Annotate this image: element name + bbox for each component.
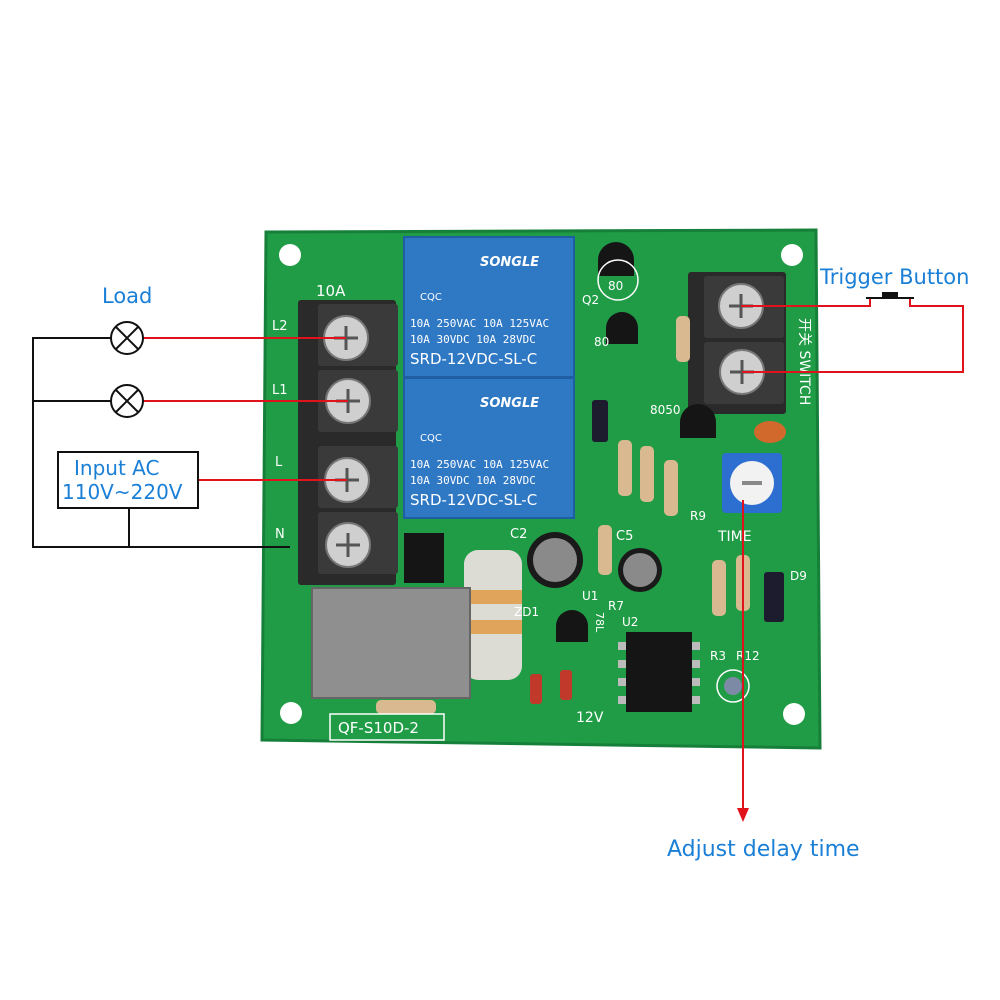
mount-hole (280, 702, 302, 724)
regulator-78l (556, 610, 588, 642)
resistor (598, 525, 612, 575)
input-ac-label: Input AC (74, 456, 159, 480)
resistor (676, 316, 690, 362)
relay-model: SRD-12VDC-SL-C (410, 491, 537, 509)
diode (592, 400, 608, 442)
terminal-label-l1: L1 (272, 383, 288, 398)
led (716, 669, 750, 703)
label-d9: D9 (790, 569, 807, 583)
electrolytic-capacitor-c5 (618, 548, 662, 592)
relay-spec-2: 10A 30VDC 10A 28VDC (410, 474, 536, 487)
resistor (618, 440, 632, 496)
terminal-label-l: L (275, 455, 283, 470)
trigger-button-label: Trigger Button (819, 265, 969, 289)
label-r3: R3 (710, 649, 726, 663)
rating-label: 10A (316, 282, 346, 300)
power-resistor (464, 550, 522, 680)
electrolytic-capacitor-c2 (527, 532, 583, 588)
relay-brand: SONGLE (480, 396, 539, 411)
diode (530, 674, 542, 704)
label-q2: Q2 (582, 293, 599, 307)
label-q80-a: 80 (608, 279, 623, 293)
relay-spec-1: 10A 250VAC 10A 125VAC (410, 317, 549, 330)
diode-d9 (764, 572, 784, 622)
terminal-label-l2: L2 (272, 319, 288, 334)
output-terminal-block (298, 300, 398, 585)
mount-hole (781, 244, 803, 266)
label-q80-b: 80 (594, 335, 609, 349)
resistor (664, 460, 678, 516)
relay-cert: CQC (420, 292, 442, 303)
ceramic-capacitor (754, 421, 786, 443)
transistor-q3 (606, 312, 638, 344)
transistor-8050 (680, 404, 716, 438)
adjust-delay-label: Adjust delay time (667, 837, 860, 862)
mount-hole (783, 703, 805, 725)
transistor-q2 (598, 242, 634, 276)
switch-silk-label: 开关 SWITCH (796, 318, 812, 405)
label-zd1: ZD1 (514, 605, 539, 619)
label-r9: R9 (690, 509, 706, 523)
label-c5: C5 (616, 529, 633, 544)
relay-cert: CQC (420, 433, 442, 444)
label-time: TIME (717, 529, 752, 545)
trigger-button-icon (866, 292, 914, 299)
label-u2: U2 (622, 615, 638, 629)
relay-spec-1: 10A 250VAC 10A 125VAC (410, 458, 549, 471)
resistor (712, 560, 726, 616)
load-lamp-icon (110, 384, 144, 418)
input-ac-box (57, 451, 199, 509)
relay-2: SONGLE CQC 10A 250VAC 10A 125VAC 10A 30V… (403, 377, 575, 519)
label-u1: U1 (582, 589, 598, 603)
relay-spec-2: 10A 30VDC 10A 28VDC (410, 333, 536, 346)
time-potentiometer (722, 453, 782, 513)
input-ac-voltage-label: 110V~220V (62, 480, 183, 504)
external-wiring (32, 298, 964, 822)
resistor (376, 700, 436, 714)
resistor (640, 446, 654, 502)
smd-chip (404, 533, 444, 583)
mount-hole (279, 244, 301, 266)
model-label-box: QF-S10D-2 (329, 713, 445, 741)
relay-1: SONGLE CQC 10A 250VAC 10A 125VAC 10A 30V… (403, 236, 575, 378)
load-lamp-icon (110, 321, 144, 355)
diode (560, 670, 572, 700)
relay-model: SRD-12VDC-SL-C (410, 350, 537, 368)
transformer (311, 587, 471, 699)
relay-brand: SONGLE (480, 255, 539, 270)
label-78l: 78L (593, 612, 606, 633)
model-label: QF-S10D-2 (338, 719, 419, 737)
switch-terminal-block (688, 272, 786, 414)
label-r7: R7 (608, 599, 624, 613)
label-8050: 8050 (650, 403, 681, 417)
label-r12: R12 (736, 649, 760, 663)
load-label: Load (102, 284, 152, 308)
label-c2: C2 (510, 527, 527, 542)
terminal-label-n: N (275, 527, 285, 542)
ic-u2 (618, 632, 700, 712)
label-12v: 12V (576, 710, 604, 726)
